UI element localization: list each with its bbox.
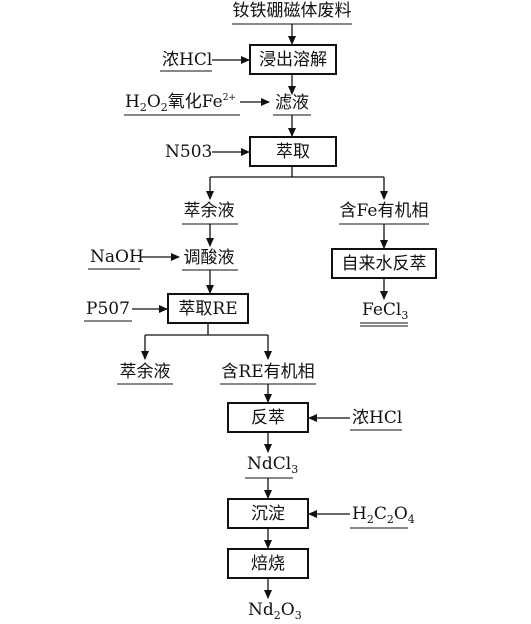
leach-label: 浸出溶解: [259, 50, 327, 70]
ph-adjusted-label: 调酸液: [184, 248, 235, 268]
extraction-1-box: [249, 136, 337, 167]
hcl-reagent-1: 浓HCl: [162, 50, 212, 70]
filtrate-label: 滤液: [275, 93, 309, 113]
hcl-reagent-2: 浓HCl: [352, 408, 402, 428]
raffinate-1-label: 萃余液: [184, 201, 235, 221]
strip-label: 反萃: [251, 408, 285, 428]
roast-box: [227, 548, 309, 579]
strip-box: [227, 402, 309, 433]
naoh-reagent: NaOH: [90, 247, 144, 267]
ndcl3-label: NdCl3: [247, 454, 298, 476]
roast-label: 焙烧: [251, 554, 285, 574]
precipitate-label: 沉淀: [251, 504, 285, 524]
fecl3-label: FeCl3: [362, 300, 408, 322]
extraction-1-label: 萃取: [276, 142, 310, 162]
raw-material-label: 钕铁硼磁体废料: [233, 1, 352, 21]
re-organic-label: 含RE有机相: [221, 362, 314, 382]
product-label: Nd2O3: [248, 600, 302, 622]
raffinate-2-label: 萃余液: [120, 362, 171, 382]
extraction-re-box: [167, 293, 249, 324]
oxalic-acid-label: H2C2O4: [352, 504, 415, 526]
fe-organic-label: 含Fe有机相: [340, 201, 429, 221]
leach-box: [249, 44, 337, 75]
extraction-re-label: 萃取RE: [178, 299, 237, 319]
oxidant-label: H2O2氧化Fe2+: [125, 92, 236, 114]
p507-reagent: P507: [86, 299, 130, 319]
tap-water-strip-label: 自来水反萃: [342, 254, 427, 274]
n503-reagent: N503: [165, 142, 212, 162]
